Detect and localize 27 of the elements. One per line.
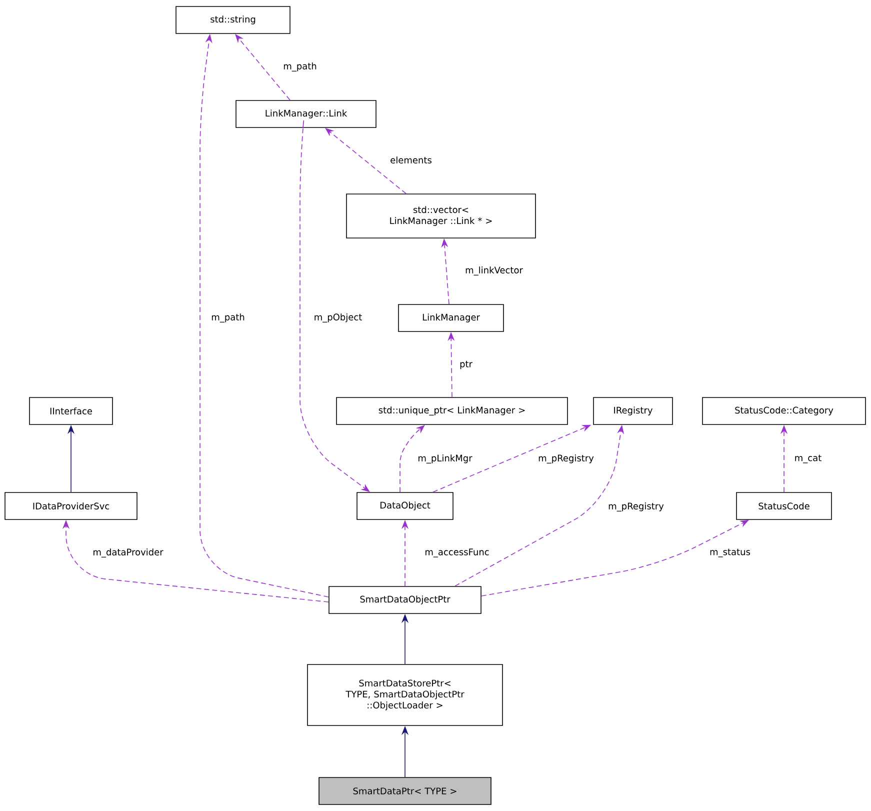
class-box: LinkManager::Link [236, 100, 376, 128]
class-box: std::unique_ptr< LinkManager > [336, 397, 568, 425]
edge-label: m_cat [793, 454, 823, 464]
class-box: IDataProviderSvc [4, 492, 138, 520]
edge-label: m_status [708, 548, 752, 558]
edge-label: m_linkVector [464, 266, 524, 276]
class-box: StatusCode [736, 492, 832, 520]
class-box: SmartDataStorePtr< TYPE, SmartDataObjectPtr ::ObjectLoader > [307, 664, 503, 726]
edge-label: m_accessFunc [424, 548, 490, 558]
class-box: SmartDataPtr< TYPE > [318, 777, 492, 805]
edge-label: m_path [210, 312, 246, 324]
edge-label: m_pLinkMgr [416, 454, 474, 464]
class-box: DataObject [356, 492, 454, 520]
class-box: IRegistry [593, 397, 673, 425]
edge-label: m_pRegistry [537, 454, 595, 464]
edge-label: m_pRegistry [607, 502, 665, 512]
class-box: std::vector< LinkManager ::Link * > [346, 194, 536, 238]
class-box: LinkManager [398, 304, 504, 332]
class-box: SmartDataObjectPtr [328, 586, 482, 614]
class-box: IInterface [29, 397, 113, 425]
class-box: StatusCode::Category [702, 397, 866, 425]
edge-label: m_dataProvider [92, 548, 164, 558]
edge-label: m_path [282, 62, 318, 72]
edge-label: elements [389, 156, 433, 164]
edge-label: m_pObject [312, 312, 364, 324]
class-box: std::string [176, 6, 290, 34]
edge-label: ptr [458, 360, 474, 370]
